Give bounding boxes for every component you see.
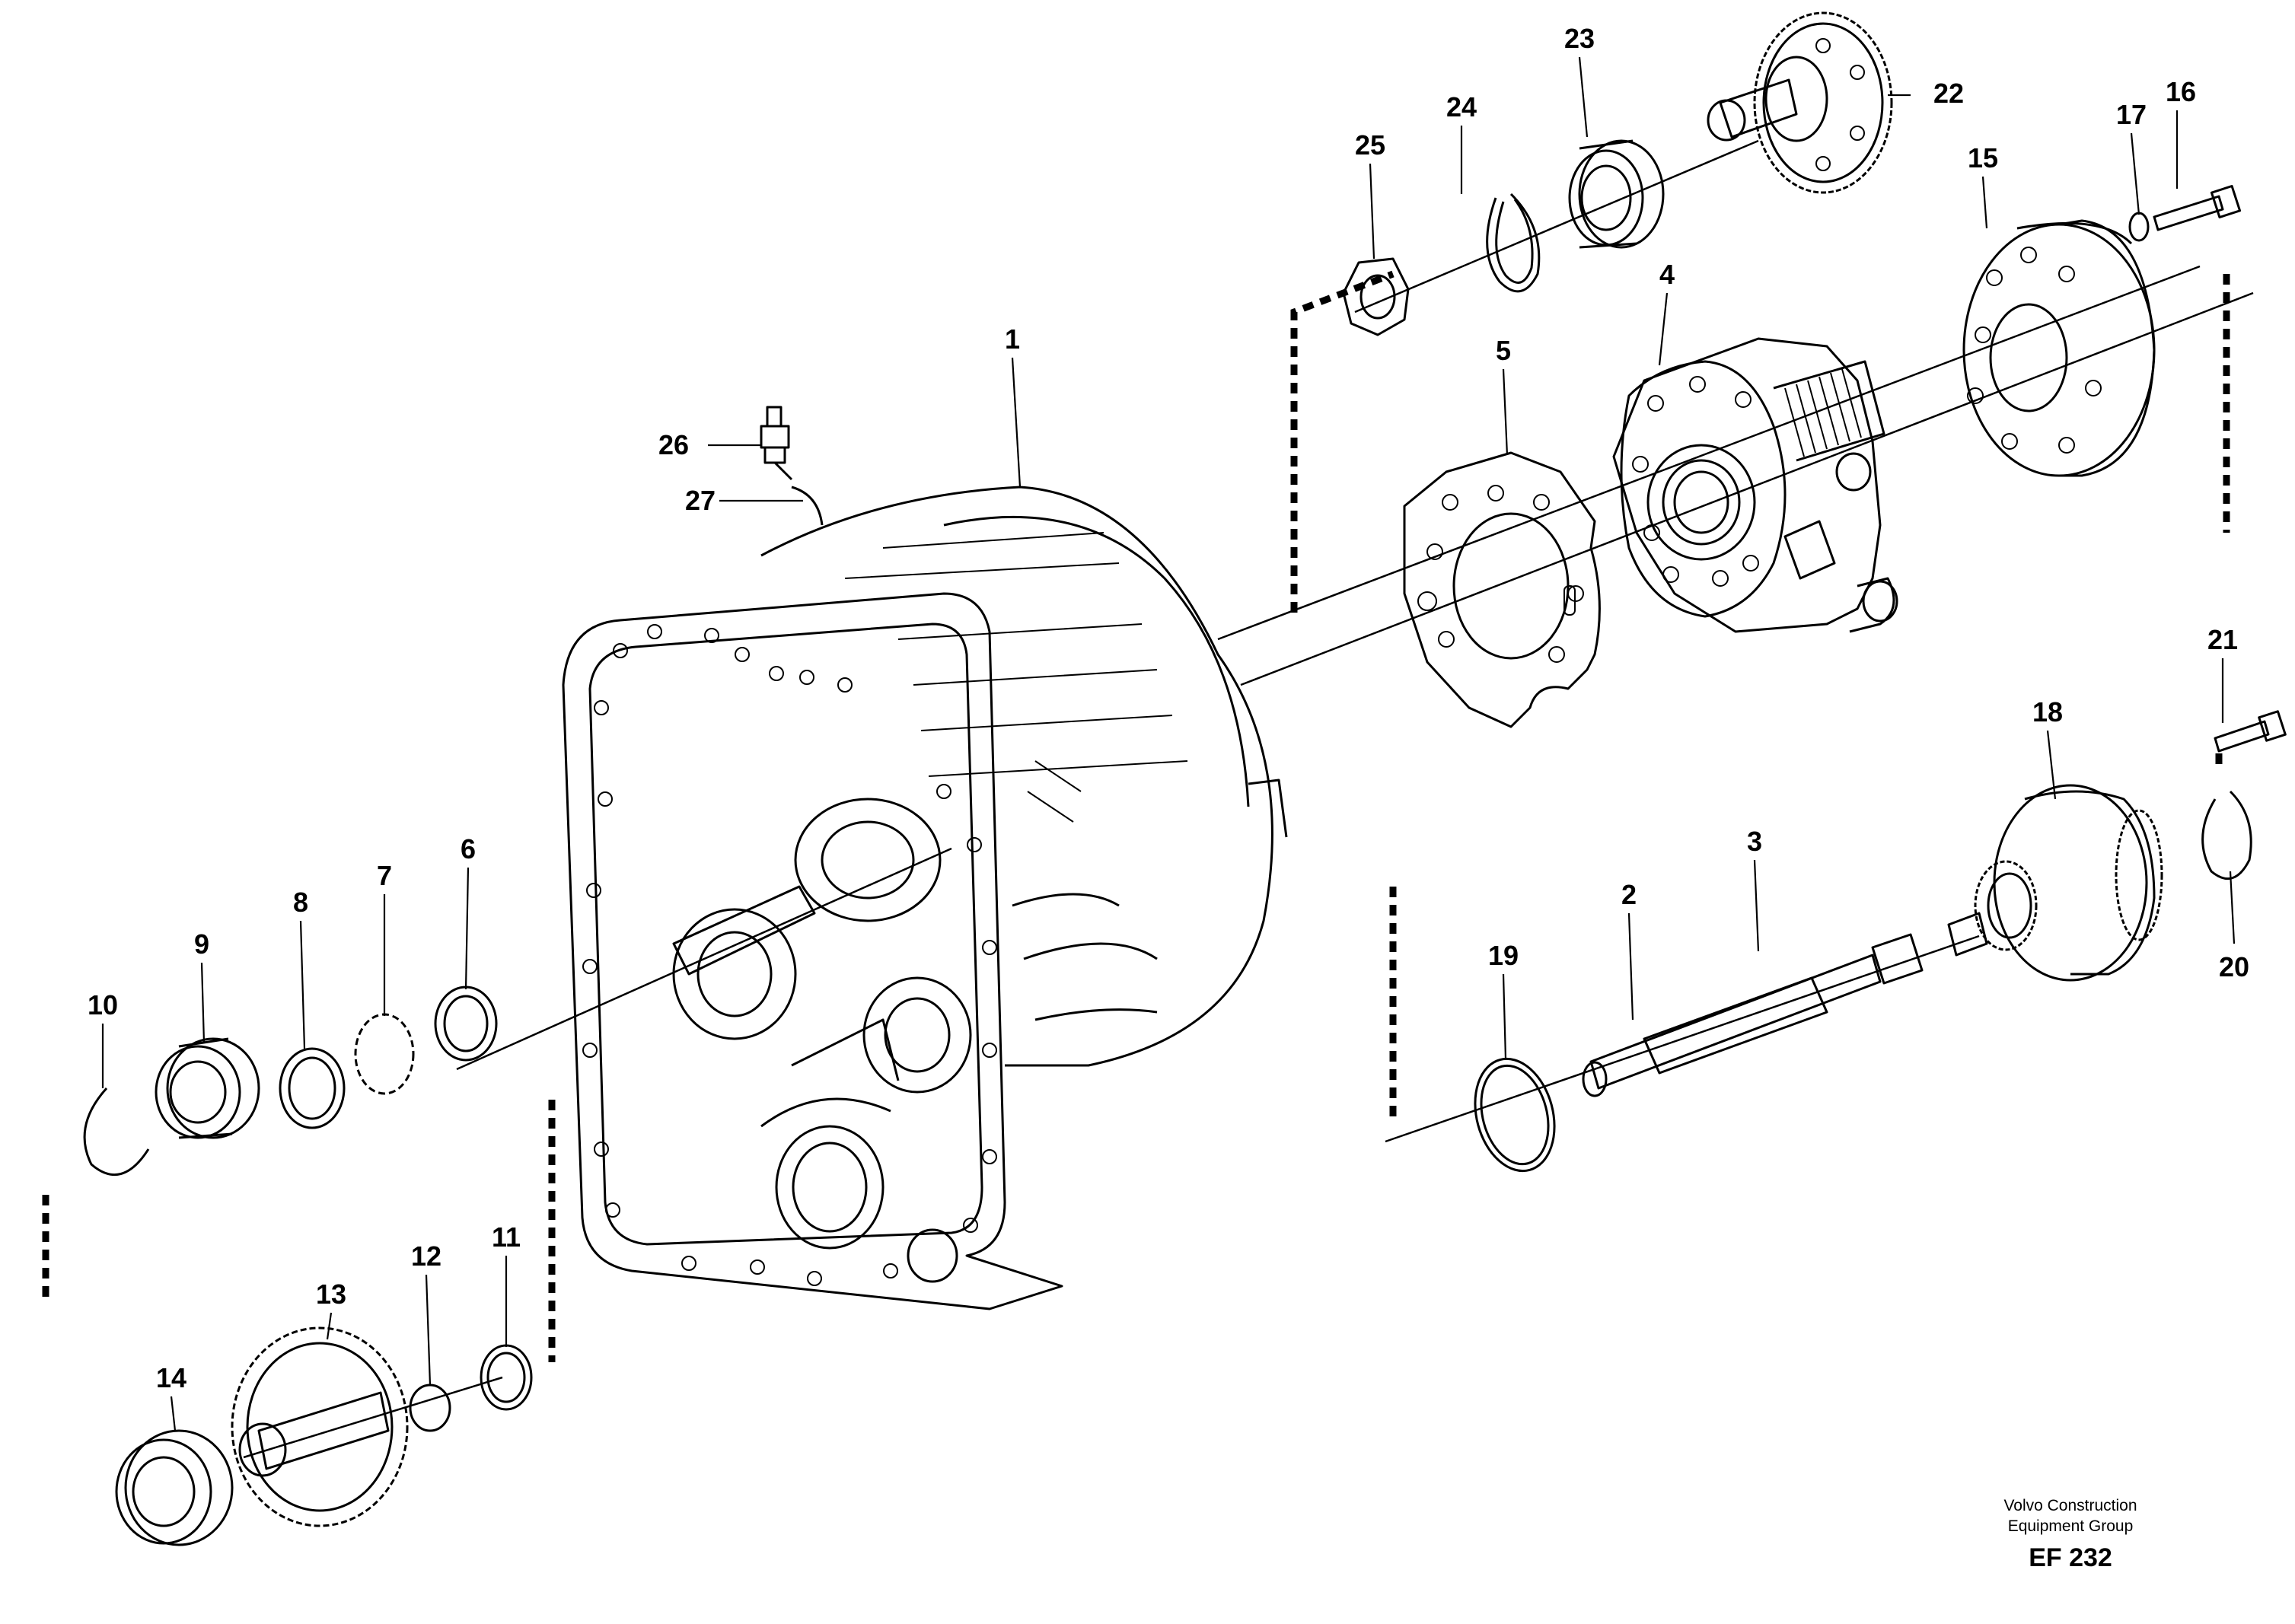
washer-6 [434, 986, 498, 1062]
callout-11: 11 [492, 1221, 521, 1253]
credit-line-2: Equipment Group [2008, 1517, 2134, 1535]
callout-26: 26 [658, 429, 689, 460]
callout-2: 2 [1621, 879, 1637, 910]
callout-17: 17 [2116, 99, 2147, 130]
washer-8 [279, 1047, 346, 1129]
callout-25: 25 [1355, 129, 1385, 161]
circlip-12 [409, 1384, 451, 1432]
callout-10: 10 [88, 989, 118, 1021]
bearing-9 [155, 1037, 260, 1139]
circlip-20 [2201, 790, 2252, 880]
callout-24: 24 [1446, 91, 1477, 123]
callout-27: 27 [685, 485, 716, 516]
callout-4: 4 [1659, 259, 1675, 290]
leader-lines [101, 56, 2236, 1431]
drive-hub [1974, 784, 2163, 982]
pump-cover [1962, 219, 2156, 477]
callout-6: 6 [461, 833, 476, 865]
callout-5: 5 [1496, 335, 1511, 366]
callout-7: 7 [377, 860, 392, 891]
lock-nut-25 [1342, 257, 1410, 336]
snap-ring-10 [83, 1087, 150, 1177]
idler-gear [1707, 11, 1893, 194]
washer-11 [480, 1344, 533, 1411]
callout-19: 19 [1488, 940, 1519, 971]
o-ring-19 [1474, 1057, 1556, 1173]
input-shaft [1582, 912, 1988, 1097]
pump-housing [1612, 337, 1898, 633]
callout-13: 13 [316, 1279, 346, 1310]
callout-9: 9 [194, 928, 209, 960]
bearing-23 [1568, 139, 1665, 249]
speed-sensor [760, 406, 824, 526]
cover-bolt [2128, 185, 2242, 242]
publisher-credit: Volvo Construction Equipment Group EF 23… [2003, 1497, 2137, 1572]
callout-1: 1 [1005, 323, 1020, 355]
callout-8: 8 [293, 887, 308, 918]
callout-18: 18 [2032, 696, 2063, 728]
dashed-frames [42, 270, 2230, 1362]
bearing-14 [115, 1429, 234, 1546]
callout-labels: 1 2 3 4 5 6 7 8 9 10 11 12 13 14 15 16 1… [88, 23, 2249, 1393]
callout-3: 3 [1747, 826, 1762, 857]
callout-16: 16 [2166, 76, 2196, 107]
callout-20: 20 [2219, 951, 2249, 982]
drawing-code: EF 232 [2029, 1543, 2112, 1572]
transmission-housing [562, 486, 1288, 1310]
gasket [1403, 451, 1601, 728]
callout-21: 21 [2207, 624, 2238, 655]
gear-13 [231, 1326, 409, 1527]
credit-line-1: Volvo Construction [2003, 1497, 2137, 1514]
callout-12: 12 [411, 1240, 441, 1272]
snap-ring-24 [1486, 193, 1541, 293]
hub-bolt [2214, 710, 2287, 753]
callout-14: 14 [156, 1362, 186, 1393]
needle-bearing-7 [354, 1013, 415, 1095]
callout-22: 22 [1933, 78, 1964, 109]
callout-23: 23 [1564, 23, 1595, 54]
callout-15: 15 [1968, 142, 1998, 174]
